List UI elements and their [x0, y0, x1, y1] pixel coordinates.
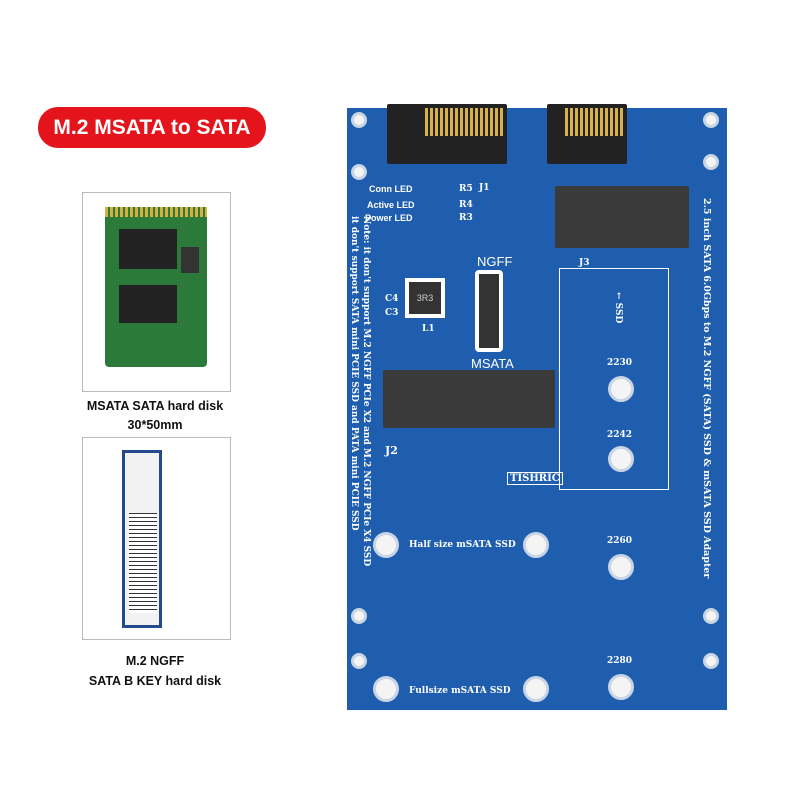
- ssd-direction: ← SSD: [613, 292, 623, 324]
- msata-caption-line1: MSATA SATA hard disk: [86, 399, 224, 413]
- size-label: 2242: [607, 430, 633, 440]
- label-l1: L1: [422, 324, 435, 334]
- ngff-caption-line2: SATA B KEY hard disk: [88, 674, 222, 688]
- m2-slot: [555, 186, 689, 248]
- msata-slot: [383, 370, 555, 428]
- inductor-label: 3R3: [409, 282, 441, 314]
- switch: [475, 270, 503, 352]
- label-c4: C4: [385, 294, 399, 304]
- resistor-label: R3: [459, 213, 473, 223]
- size-label: 2280: [607, 656, 633, 666]
- msata-label: MSATA: [471, 356, 514, 371]
- label-c3: C3: [385, 308, 399, 318]
- label-j1: J1: [479, 183, 490, 193]
- led-label: Conn LED: [369, 184, 413, 194]
- led-label: Power LED: [365, 213, 413, 223]
- size-label: 2230: [607, 358, 633, 368]
- note-text: it don't support SATA mini PCIE SSD and …: [349, 216, 359, 531]
- led-label: Active LED: [367, 200, 415, 210]
- side-text: 2.5 inch SATA 6.0Gbps to M.2 NGFF (SATA)…: [701, 198, 712, 579]
- size-label: 2260: [607, 536, 633, 546]
- note-text: Note: it don't support M.2 NGFF PCIe X2 …: [361, 216, 371, 567]
- ngff-label: NGFF: [477, 254, 513, 269]
- ngff-caption-line1: M.2 NGFF: [125, 654, 185, 668]
- resistor-label: R4: [459, 200, 473, 210]
- title-badge: M.2 MSATA to SATA: [38, 107, 266, 148]
- ssd-outline: [559, 268, 669, 490]
- label-j3: J3: [579, 258, 590, 268]
- msata-ssd-image: [105, 207, 207, 367]
- half-size-label: Half size mSATA SSD: [409, 540, 516, 550]
- brand-label: TISHRIC: [507, 472, 563, 485]
- resistor-label: R5: [459, 184, 473, 194]
- ngff-ssd-image: [122, 450, 162, 628]
- msata-caption-line2: 30*50mm: [127, 418, 183, 432]
- adapter-board-image: J1 Conn LED Active LED Power LED R5 R4 R…: [347, 104, 727, 710]
- label-j2: J2: [385, 444, 398, 457]
- full-size-label: Fullsize mSATA SSD: [409, 686, 511, 696]
